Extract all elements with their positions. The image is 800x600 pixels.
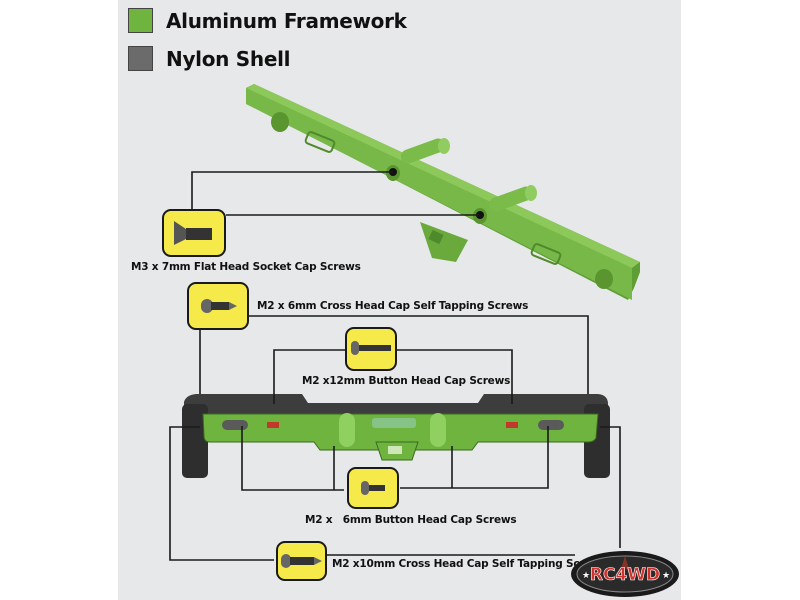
- m2x6-button-label: M2 x 6mm Button Head Cap Screws: [305, 514, 517, 526]
- button-head-screw-icon: [351, 341, 391, 355]
- m2x6-button-callout: [347, 467, 399, 509]
- m3x7-flat-callout: [162, 209, 226, 257]
- m2x10-cross-tap-label: M2 x10mm Cross Head Cap Self Tapping Scr…: [332, 558, 607, 570]
- m2x12-button-callout: [345, 327, 397, 371]
- nylon-swatch: [128, 46, 153, 71]
- m2x6-cross-tap-callout: [187, 282, 249, 330]
- m2x10-cross-tap-callout: [276, 541, 327, 581]
- mount-pin: [488, 185, 537, 212]
- m2x6-cross-tap-label: M2 x 6mm Cross Head Cap Self Tapping Scr…: [257, 300, 529, 312]
- button-head-screw-icon: [361, 481, 385, 495]
- rc4wd-logo: RC4WD ★ ★: [570, 550, 680, 598]
- leader-lines-bottom: [169, 349, 621, 561]
- flat-head-screw-icon: [174, 221, 212, 245]
- legend-label: Nylon Shell: [166, 46, 291, 71]
- m2x12-button-label: M2 x12mm Button Head Cap Screws: [302, 375, 511, 387]
- aluminum-swatch: [128, 8, 153, 33]
- legend-label: Aluminum Framework: [166, 8, 407, 33]
- assembled-bumper-part: [182, 394, 610, 478]
- m3x7-flat-label: M3 x 7mm Flat Head Socket Cap Screws: [131, 261, 361, 273]
- svg-text:★: ★: [582, 571, 590, 581]
- legend-item-aluminum: Aluminum Framework: [128, 8, 407, 33]
- mount-pin: [400, 138, 450, 164]
- self-tapping-screw-icon: [201, 299, 237, 313]
- logo-text: RC4WD: [590, 565, 660, 585]
- svg-text:★: ★: [662, 571, 670, 581]
- aluminum-framework-part: [246, 84, 640, 300]
- self-tapping-screw-icon: [281, 554, 322, 568]
- legend-item-nylon: Nylon Shell: [128, 46, 291, 71]
